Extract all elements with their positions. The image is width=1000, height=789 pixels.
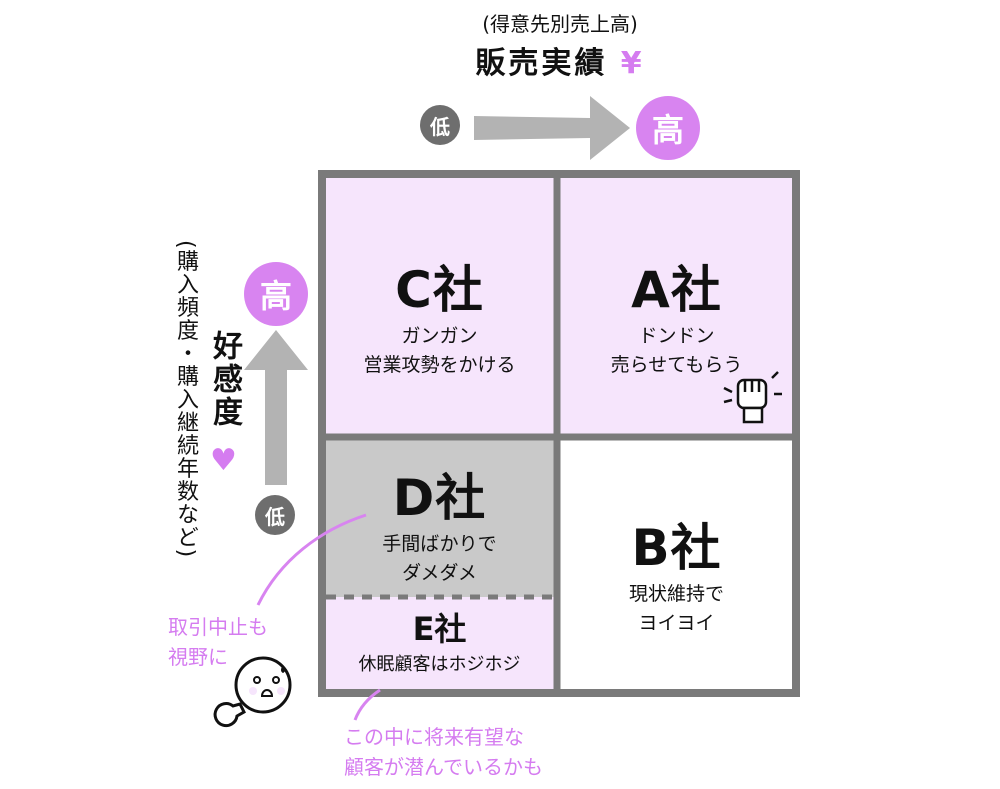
x-axis-title: 販売実績 ¥: [420, 38, 700, 82]
cell-a: A社 ドンドン 売らせてもらう: [557, 250, 796, 380]
x-axis-subtitle: (得意先別売上高): [482, 12, 638, 36]
cell-b-desc1: 現状維持で: [628, 583, 724, 605]
e-note: この中に将来有望な 顧客が潜んでいるかも: [344, 722, 543, 782]
cell-c-bg: [322, 174, 557, 437]
cell-d-desc1: 手間ばかりで: [382, 533, 497, 555]
cell-c-desc1: ガンガン: [401, 325, 478, 347]
d-note-line2: 視野に: [168, 645, 228, 669]
cell-d-desc2: ダメダメ: [402, 562, 477, 584]
right-arrow: [474, 96, 630, 160]
cell-a-name: A社: [631, 261, 722, 319]
d-note-connector: [256, 513, 367, 606]
title-text: 販売実績: [475, 46, 608, 81]
cell-e: E社 休眠顧客はホジホジ: [322, 608, 557, 679]
cell-b-name: B社: [631, 519, 722, 577]
d-note-line1: 取引中止も: [168, 615, 268, 639]
y-axis-subtitle: (購入頻度・購入継続年数など): [173, 240, 198, 559]
cell-a-desc2: 売らせてもらう: [610, 354, 743, 376]
cell-b: B社 現状維持で ヨイヨイ: [557, 508, 796, 638]
cell-e-desc1: 休眠顧客はホジホジ: [358, 654, 521, 675]
fist-icon: [723, 371, 782, 424]
cell-c-desc2: 営業攻勢をかける: [363, 354, 516, 376]
y-axis-low-badge: 低: [255, 495, 295, 535]
cell-c-name: C社: [395, 261, 484, 319]
e-note-line1: この中に将来有望な: [344, 725, 524, 749]
d-note: 取引中止も 視野に: [168, 612, 268, 672]
cell-d: D社 手間ばかりで ダメダメ: [322, 458, 557, 588]
cell-b-desc2: ヨイヨイ: [638, 612, 715, 634]
yen-icon: ¥: [620, 46, 645, 81]
cell-e-name: E社: [412, 610, 467, 648]
x-axis-low-badge: 低: [420, 105, 460, 145]
cell-c: C社 ガンガン 営業攻勢をかける: [322, 250, 557, 380]
x-axis-high-badge: 高: [636, 96, 700, 160]
e-note-connector: [353, 688, 381, 721]
y-axis-title: 好感度: [207, 330, 242, 429]
up-arrow: [244, 330, 308, 485]
cell-d-name: D社: [392, 469, 487, 527]
e-note-line2: 顧客が潜んでいるかも: [344, 755, 543, 779]
heart-icon: ♥: [210, 443, 237, 478]
y-axis-high-badge: 高: [244, 262, 308, 326]
cell-a-desc1: ドンドン: [638, 325, 715, 347]
worried-face-icon: [213, 656, 292, 728]
cell-e-bg: [322, 597, 557, 693]
